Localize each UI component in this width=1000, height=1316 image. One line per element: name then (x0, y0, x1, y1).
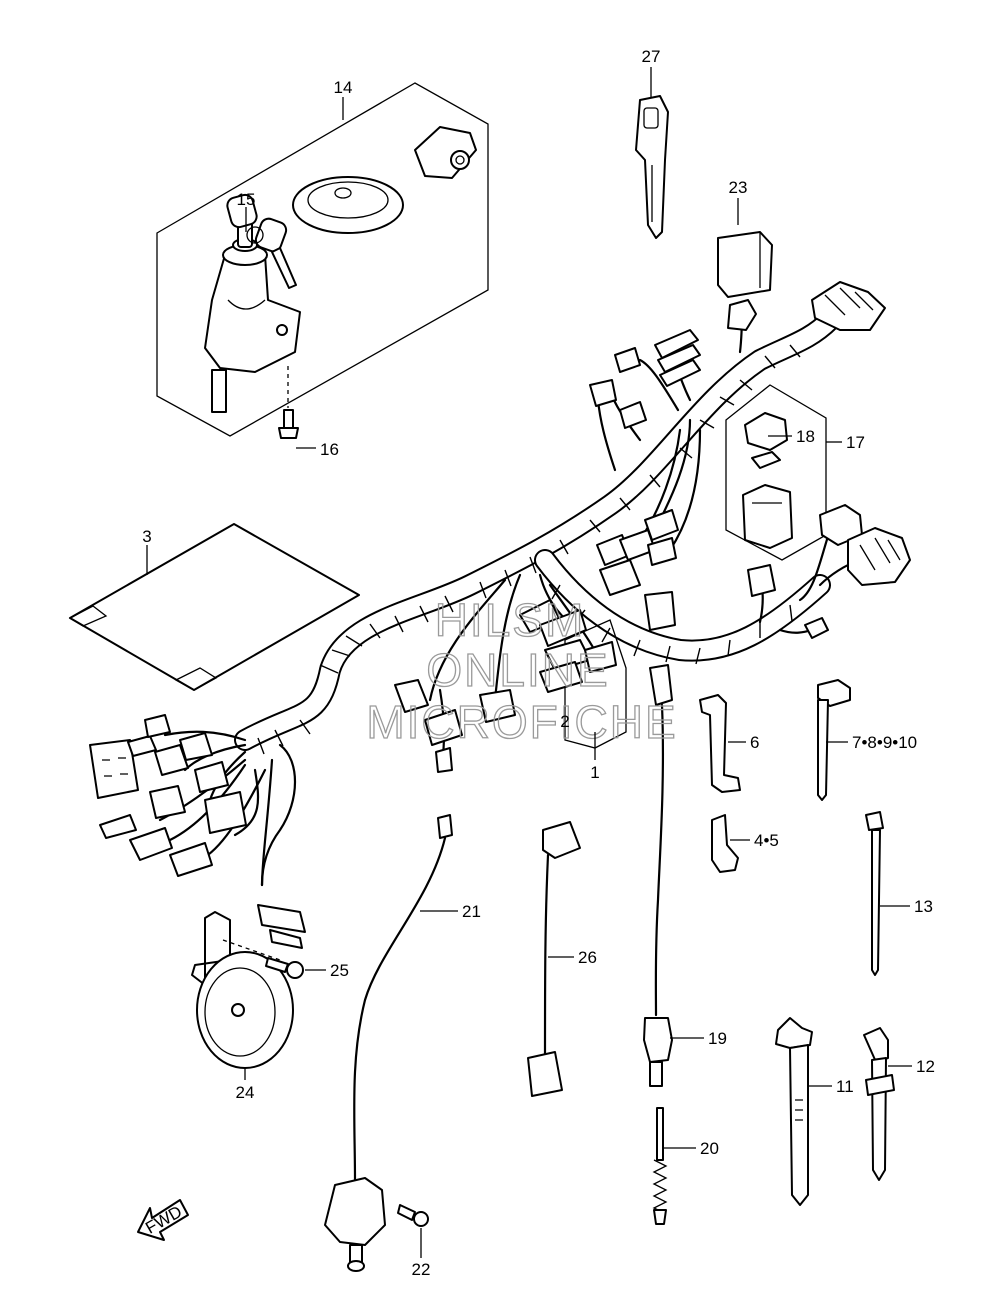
label-25: 25 (330, 961, 349, 980)
watermark: HILSM ONLINE MICROFICHE (366, 593, 677, 748)
label-11: 11 (836, 1077, 854, 1096)
label-16: 16 (320, 440, 339, 459)
switch-19[interactable] (643, 664, 673, 1087)
fwd-label: FWD (142, 1202, 185, 1238)
watermark-line-2: ONLINE (426, 644, 609, 696)
clamp-7-10[interactable] (817, 679, 851, 801)
fuse-box-cover[interactable] (744, 412, 788, 451)
watermark-line-1: HILSM (435, 594, 586, 646)
key-27[interactable] (635, 95, 669, 239)
label-6: 6 (750, 733, 759, 752)
label-12: 12 (916, 1057, 935, 1076)
label-2: 2 (560, 712, 569, 731)
bolt-25[interactable] (265, 957, 304, 979)
label-sheet[interactable] (68, 523, 360, 691)
cable-tie-13[interactable] (865, 811, 884, 976)
forward-direction-arrow: FWD (137, 1199, 189, 1241)
lock-set-box (156, 82, 489, 437)
label-22: 22 (412, 1260, 431, 1279)
label-24: 24 (236, 1083, 255, 1102)
clamp-4-5[interactable] (711, 814, 739, 873)
screw-22[interactable] (397, 1204, 429, 1227)
fuse-box-body[interactable] (742, 484, 793, 549)
label-3: 3 (142, 527, 151, 546)
clamp-12[interactable] (863, 1027, 895, 1181)
label-23: 23 (729, 178, 748, 197)
label-13: 13 (914, 897, 933, 916)
label-18: 18 (796, 427, 815, 446)
label-15: 15 (237, 190, 256, 209)
label-17: 17 (846, 433, 865, 452)
watermark-line-3: MICROFICHE (366, 696, 677, 748)
fuse-18[interactable] (751, 451, 781, 469)
switch-lead-21[interactable] (324, 814, 453, 1272)
label-14: 14 (334, 78, 353, 97)
label-21: 21 (462, 902, 481, 921)
callouts: 27 14 15 16 23 18 17 3 2 1 6 7•8•9•10 4•… (142, 47, 935, 1279)
relay-23[interactable] (717, 231, 773, 298)
clamp-11[interactable] (775, 1017, 813, 1206)
label-20: 20 (700, 1139, 719, 1158)
lead-wire-26[interactable] (527, 821, 581, 1097)
ignition-switch[interactable] (204, 214, 301, 413)
label-27: 27 (642, 47, 661, 66)
label-7-8-9-10: 7•8•9•10 (852, 733, 917, 752)
label-19: 19 (708, 1029, 727, 1048)
label-4-5: 4•5 (754, 831, 779, 850)
label-1: 1 (590, 763, 599, 782)
label-26: 26 (578, 948, 597, 967)
harness-connectors[interactable] (89, 281, 911, 949)
horn-24[interactable] (191, 911, 294, 1069)
ignition-key-pair[interactable] (226, 193, 297, 289)
fuel-cap-lock[interactable] (292, 176, 404, 234)
screw-16[interactable] (278, 366, 299, 439)
main-wiring-harness[interactable] (234, 309, 841, 755)
clamp-6[interactable] (699, 694, 741, 793)
spring-20[interactable] (652, 1107, 668, 1225)
seat-lock[interactable] (414, 126, 477, 179)
